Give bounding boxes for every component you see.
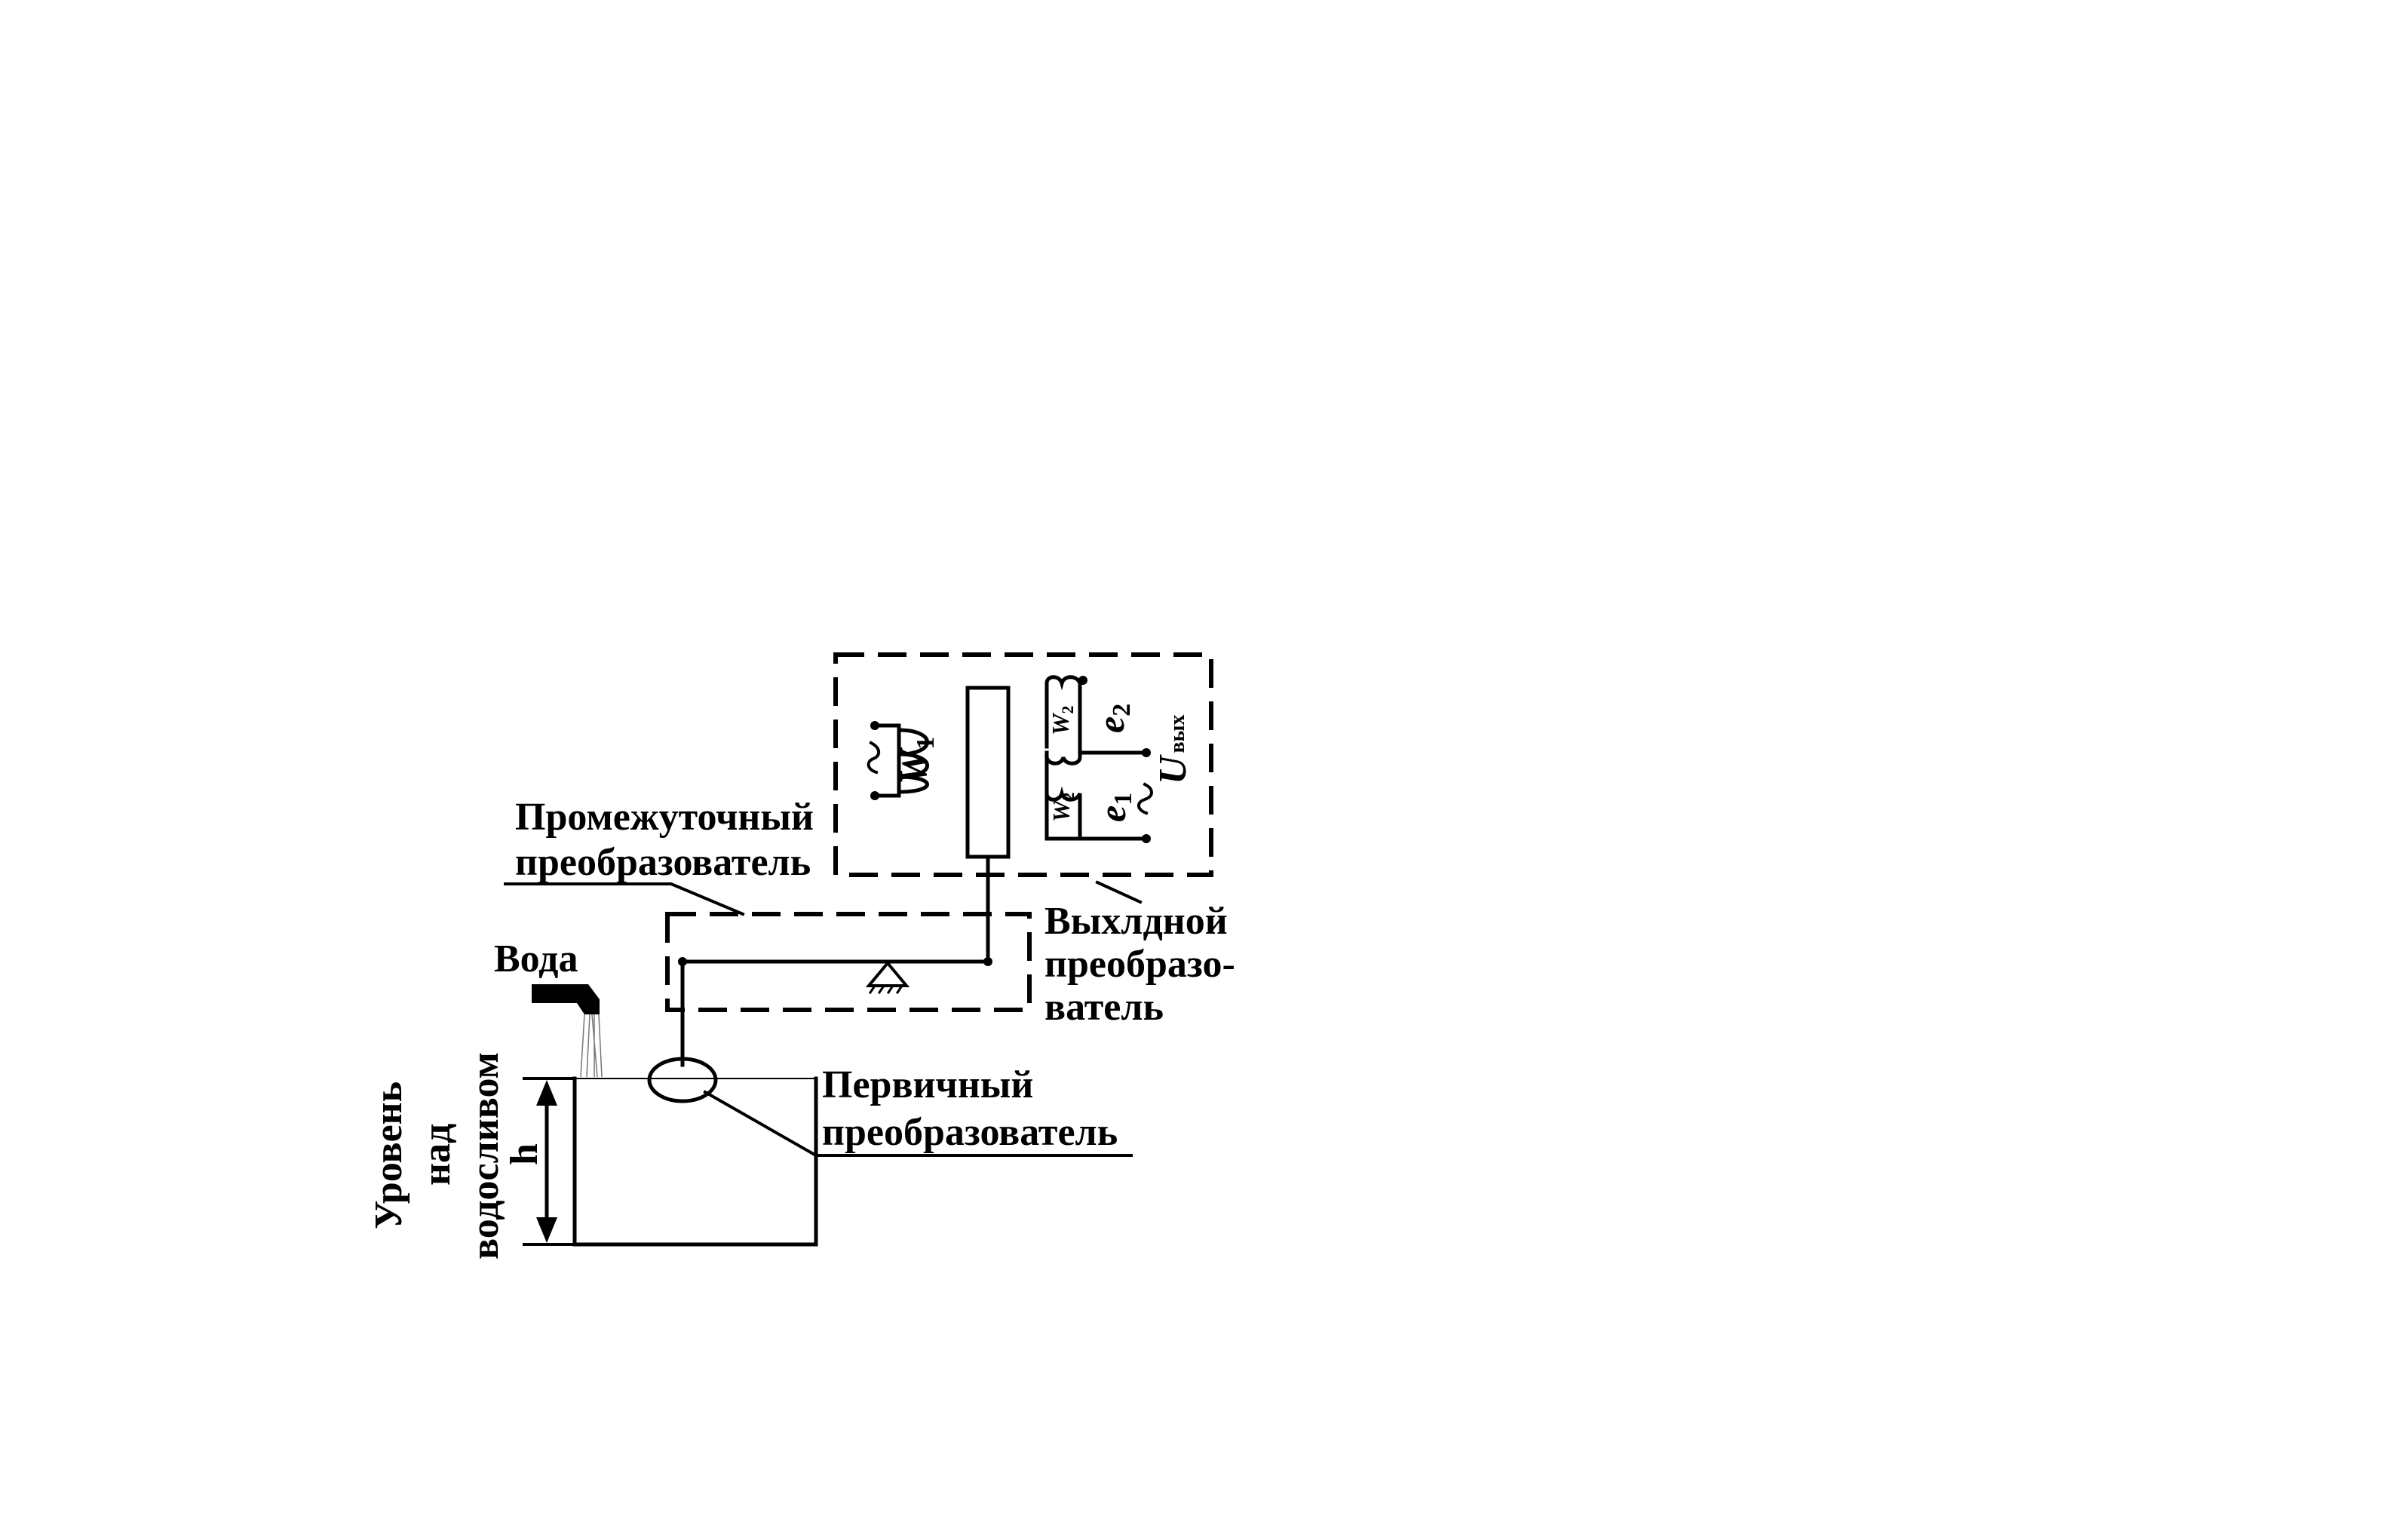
water-pipe xyxy=(532,984,603,1078)
lever-joint-right xyxy=(983,957,992,966)
uout-label: Uвых xyxy=(1152,714,1195,784)
level-label-line2: над xyxy=(416,1124,459,1186)
intermediate-label-line1: Промежуточный xyxy=(515,796,814,839)
height-extension-lines xyxy=(523,1077,576,1246)
level-label-line1: Уровень xyxy=(367,1082,410,1229)
intermediate-transducer-box xyxy=(665,912,1032,1012)
e1-label: e1 xyxy=(1091,793,1137,822)
w1-label: W1 xyxy=(892,737,940,784)
output-terminal-mid xyxy=(1142,748,1151,757)
primary-label-line2: преобразователь xyxy=(822,1111,1118,1154)
intermediate-leader-line xyxy=(504,882,745,916)
intermediate-label-line2: преобразователь xyxy=(515,841,811,884)
float xyxy=(647,1057,718,1103)
primary-label-line1: Первичный xyxy=(822,1063,1033,1106)
terminal-dot xyxy=(1078,676,1087,685)
height-arrow-up xyxy=(536,1080,557,1106)
level-label-line3: водосливом xyxy=(464,1052,507,1260)
height-arrow-down xyxy=(536,1217,557,1243)
coil-w1 xyxy=(867,721,929,800)
ac-symbol xyxy=(1137,782,1153,815)
output-label-line1: Выхлдной xyxy=(1044,900,1228,943)
water-stream xyxy=(580,1014,603,1078)
output-label-line2: преобразо- xyxy=(1044,943,1235,986)
w2-bottom-label: W2 xyxy=(1048,793,1078,822)
output-transducer-box xyxy=(833,652,1213,877)
terminal-dot xyxy=(870,791,879,800)
tank-walls xyxy=(572,1076,818,1247)
w2-top-label: W2 xyxy=(1047,706,1077,735)
height-label: h xyxy=(503,1143,546,1165)
e2-label: e2 xyxy=(1090,704,1136,733)
output-leader-line xyxy=(1095,880,1143,904)
coil-w2-bottom xyxy=(1044,750,1149,841)
output-label-line3: ватель xyxy=(1044,986,1164,1029)
output-terminal-bottom xyxy=(1142,834,1151,843)
water-label: Вода xyxy=(494,937,578,980)
primary-leader-line xyxy=(703,1090,1133,1157)
terminal-dot xyxy=(870,721,879,730)
transducer-core xyxy=(965,686,1011,859)
lever-pivot xyxy=(865,960,910,995)
